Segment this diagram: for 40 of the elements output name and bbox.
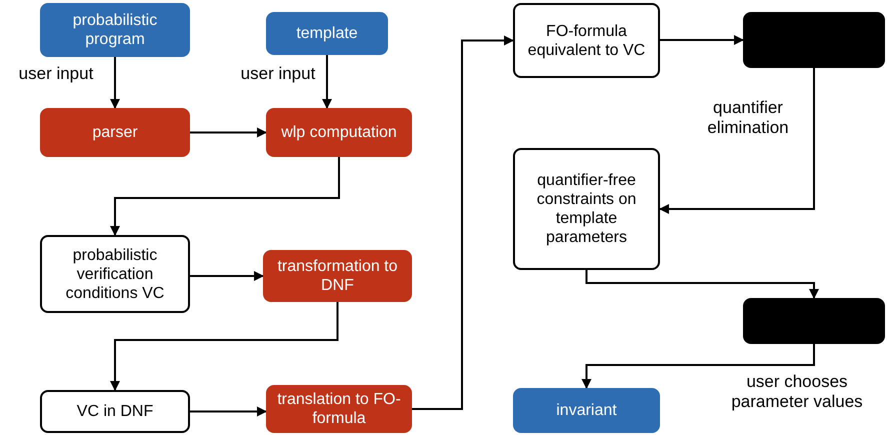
node-text: quantifier-free constraints on template parameters (536, 171, 638, 247)
arrow (660, 35, 744, 45)
node-text: translation to FO-formula (276, 390, 402, 428)
input-box (266, 12, 388, 55)
data-box (40, 235, 190, 313)
edge-label: user chooses parameter values (730, 372, 864, 412)
arrow (582, 344, 815, 389)
edge-label: quantifier elimination (706, 98, 790, 138)
node-text: template (296, 24, 358, 43)
tool-box (743, 12, 885, 68)
node-text: FO-formula equivalent to VC (526, 22, 646, 60)
tool-box (743, 298, 885, 344)
arrow (190, 128, 267, 138)
arrow (110, 57, 120, 109)
node-text: wlp computation (281, 123, 397, 142)
node-text: probabilistic program (72, 11, 158, 49)
edge-label: user input (18, 64, 94, 84)
data-box (513, 3, 660, 78)
data-box (513, 148, 660, 270)
arrow (190, 406, 267, 416)
node-text: transformation to DNF (276, 257, 399, 295)
node-text: parser (92, 123, 138, 142)
arrow (110, 157, 340, 236)
arrow (412, 36, 514, 410)
node-text: VC in DNF (76, 402, 154, 421)
arrow (110, 302, 338, 391)
process-box (266, 108, 412, 157)
process-box (263, 250, 412, 302)
output-box (513, 388, 660, 433)
input-box (40, 3, 190, 57)
data-box (40, 390, 190, 433)
process-box (40, 108, 190, 157)
arrow (659, 68, 815, 214)
node-text: invariant (556, 401, 617, 420)
arrow (190, 271, 264, 281)
process-box (266, 385, 412, 433)
arrow (322, 55, 332, 109)
node-text: probabilistic verification conditions VC (64, 246, 166, 302)
edge-label: user input (240, 64, 316, 84)
arrow (586, 270, 819, 299)
